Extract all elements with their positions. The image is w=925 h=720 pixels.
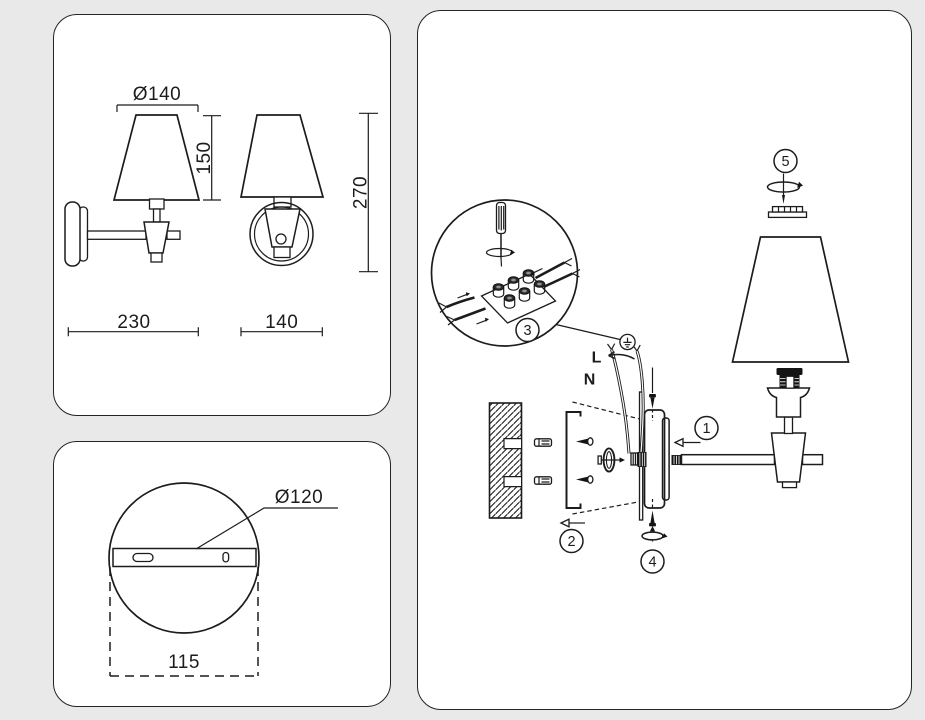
backplate: [643, 409, 670, 509]
lamp-shade: [112, 114, 201, 201]
backplate-screw-top: [649, 367, 656, 409]
base-diameter-label: Ø120: [275, 487, 323, 508]
base-view-panel: Ø120 115: [53, 441, 391, 707]
shade-ring: [767, 205, 808, 219]
wall-section: [488, 402, 523, 519]
step-1-label: 1: [702, 421, 710, 437]
socket-assembly: [766, 368, 811, 489]
switch-knob-side: [273, 246, 291, 259]
drill-hole-bottom: [504, 476, 521, 487]
dim-width: 140: [240, 312, 323, 337]
socket-cup: [766, 387, 811, 418]
fixture-height-label: 270: [351, 176, 372, 209]
wall-anchors: [533, 438, 553, 485]
side-view: [239, 114, 325, 267]
switch-housing-side: [264, 208, 301, 248]
keyhole-slot: [132, 552, 154, 563]
washer-screw: [597, 447, 625, 473]
front-view: [64, 114, 201, 267]
supply-wires: [607, 343, 645, 454]
mounting-bracket: [565, 411, 582, 509]
dim-shade-diameter: Ø140: [116, 84, 199, 112]
terminal: [518, 287, 531, 302]
terminal-block: [480, 269, 557, 324]
shade-diameter-label: Ø140: [133, 84, 181, 105]
lamp-socket: [776, 368, 803, 389]
shade-height-label: 150: [194, 141, 215, 174]
dim-total-height: 270: [351, 112, 378, 273]
mount-ring-outer: [249, 201, 314, 267]
dimension-panel: Ø140 150 270 230 140: [53, 14, 391, 416]
step-3-badge: 3: [515, 317, 540, 343]
step-3-label: 3: [523, 323, 531, 339]
washer-rotation-icon: [641, 526, 668, 542]
stem: [152, 208, 161, 223]
step-2-badge: 2: [559, 528, 584, 554]
shade-neck: [148, 198, 165, 210]
mounting-screw-bottom: [576, 475, 594, 484]
step-1-badge: 1: [694, 415, 719, 441]
lamp-arm-end: [166, 230, 181, 240]
detail-bubble: 3: [430, 199, 621, 347]
projection-lines: [572, 401, 654, 515]
step-1-arrow: [673, 437, 701, 448]
step-2-label: 2: [567, 534, 575, 550]
wire-label-live: L: [592, 350, 602, 367]
detail-wires: [438, 257, 581, 326]
base-plate-circle: [108, 482, 260, 634]
drill-hole-top: [504, 438, 521, 449]
screwdriver-icon: [485, 201, 516, 267]
dim-base-diameter: Ø120: [195, 487, 338, 550]
switch-knob: [781, 481, 798, 489]
wall-plate: [64, 201, 81, 267]
step-4-badge: 4: [640, 549, 665, 574]
mount-ring-inner: [253, 206, 310, 262]
lamp-shade-side: [239, 114, 325, 198]
stem: [783, 416, 794, 435]
wire-arrow: [608, 351, 635, 360]
lamp-shade: [731, 236, 850, 363]
mount-spacing-label: 115: [168, 652, 200, 673]
wall-anchor-bottom: [533, 476, 553, 485]
lamp-arm: [86, 230, 147, 240]
leader-line: [195, 507, 338, 550]
step-2-arrow: [559, 518, 585, 528]
dim-depth: 230: [67, 312, 199, 337]
detail-leader: [555, 323, 621, 341]
switch-button: [275, 233, 287, 245]
wire-label-neutral: N: [584, 372, 596, 389]
terminal: [492, 283, 505, 298]
wall-anchor-top: [533, 438, 553, 447]
installation-panel: L N: [417, 10, 912, 710]
terminal: [507, 276, 520, 291]
terminal: [503, 294, 516, 309]
switch-housing: [143, 221, 170, 254]
screw-hole: [222, 551, 230, 563]
ground-icon: [619, 333, 636, 351]
step-5-badge: 5: [773, 148, 798, 174]
dim-mount-spacing: 115: [109, 567, 259, 677]
dim-shade-height: 150: [194, 115, 221, 201]
finial-rotation-icon: [766, 173, 803, 204]
switch-knob: [150, 252, 163, 263]
fixture-depth-label: 230: [117, 312, 150, 333]
backplate-screw-bottom: [649, 510, 656, 527]
step-4-label: 4: [648, 555, 656, 571]
fixture-width-label: 140: [265, 312, 298, 333]
mounting-screw-top: [576, 437, 594, 446]
switch-housing: [770, 432, 807, 483]
cable-gland: [630, 452, 647, 467]
step-5-label: 5: [781, 154, 789, 170]
